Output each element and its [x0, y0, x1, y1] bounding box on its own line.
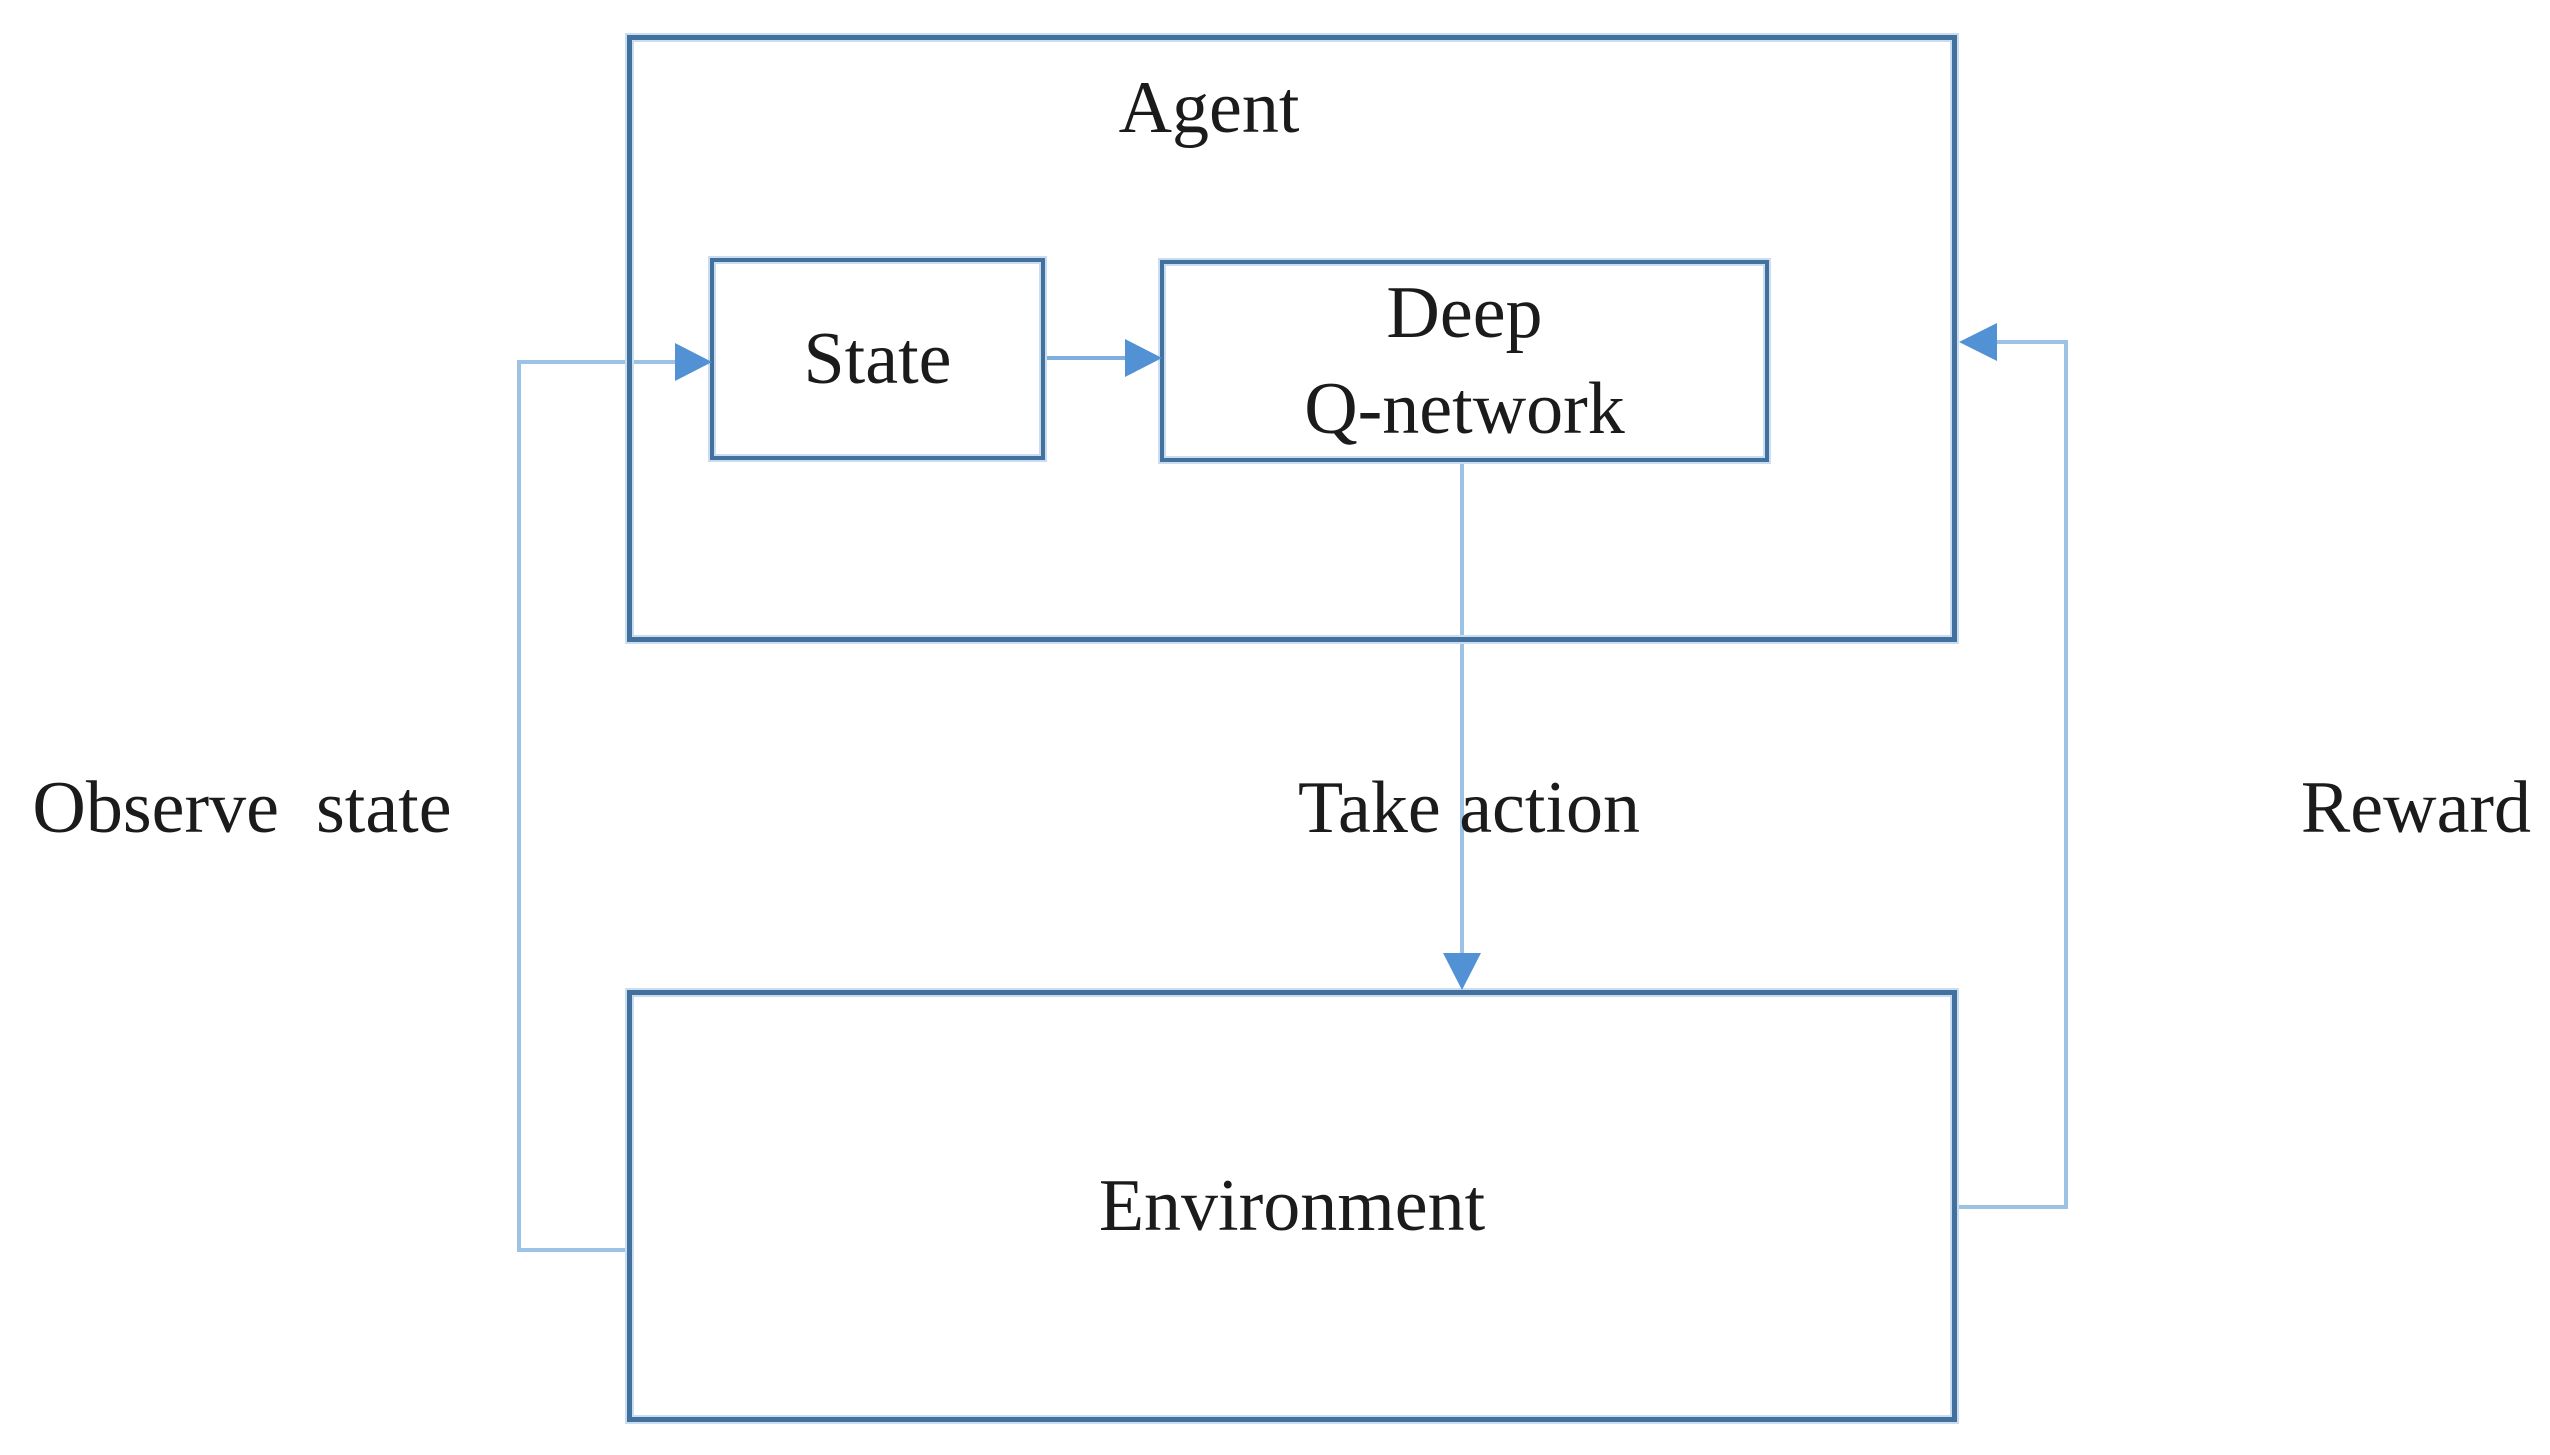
reward-arrowhead-icon — [1959, 323, 1997, 361]
take-action-arrowhead-icon — [1443, 953, 1481, 990]
take-action-label: Take action — [1297, 767, 1641, 849]
state-to-dqn-arrowhead-icon — [1125, 339, 1162, 377]
agent-label: Agent — [1118, 67, 1300, 149]
reward-line-bottom — [1953, 1205, 2068, 1209]
reward-line-vertical — [2064, 340, 2068, 1209]
observe-state-line-bottom — [517, 1248, 631, 1252]
observe-state-line-top — [517, 360, 679, 364]
deep-q-network-box: Deep Q-network — [1160, 260, 1769, 462]
state-label: State — [803, 317, 952, 400]
state-to-dqn-line — [1043, 356, 1128, 360]
environment-box: Environment — [627, 990, 1957, 1422]
observe-state-label: Observe state — [32, 767, 452, 849]
take-action-line — [1460, 458, 1464, 958]
environment-label: Environment — [1098, 1164, 1486, 1247]
state-box: State — [710, 258, 1045, 460]
deep-q-network-label: Deep Q-network — [1304, 271, 1625, 450]
agent-box — [627, 35, 1957, 642]
reward-line-top — [1995, 340, 2068, 344]
reward-label: Reward — [2300, 767, 2532, 849]
observe-state-line-vertical — [517, 360, 521, 1252]
observe-state-arrowhead-icon — [675, 343, 712, 381]
